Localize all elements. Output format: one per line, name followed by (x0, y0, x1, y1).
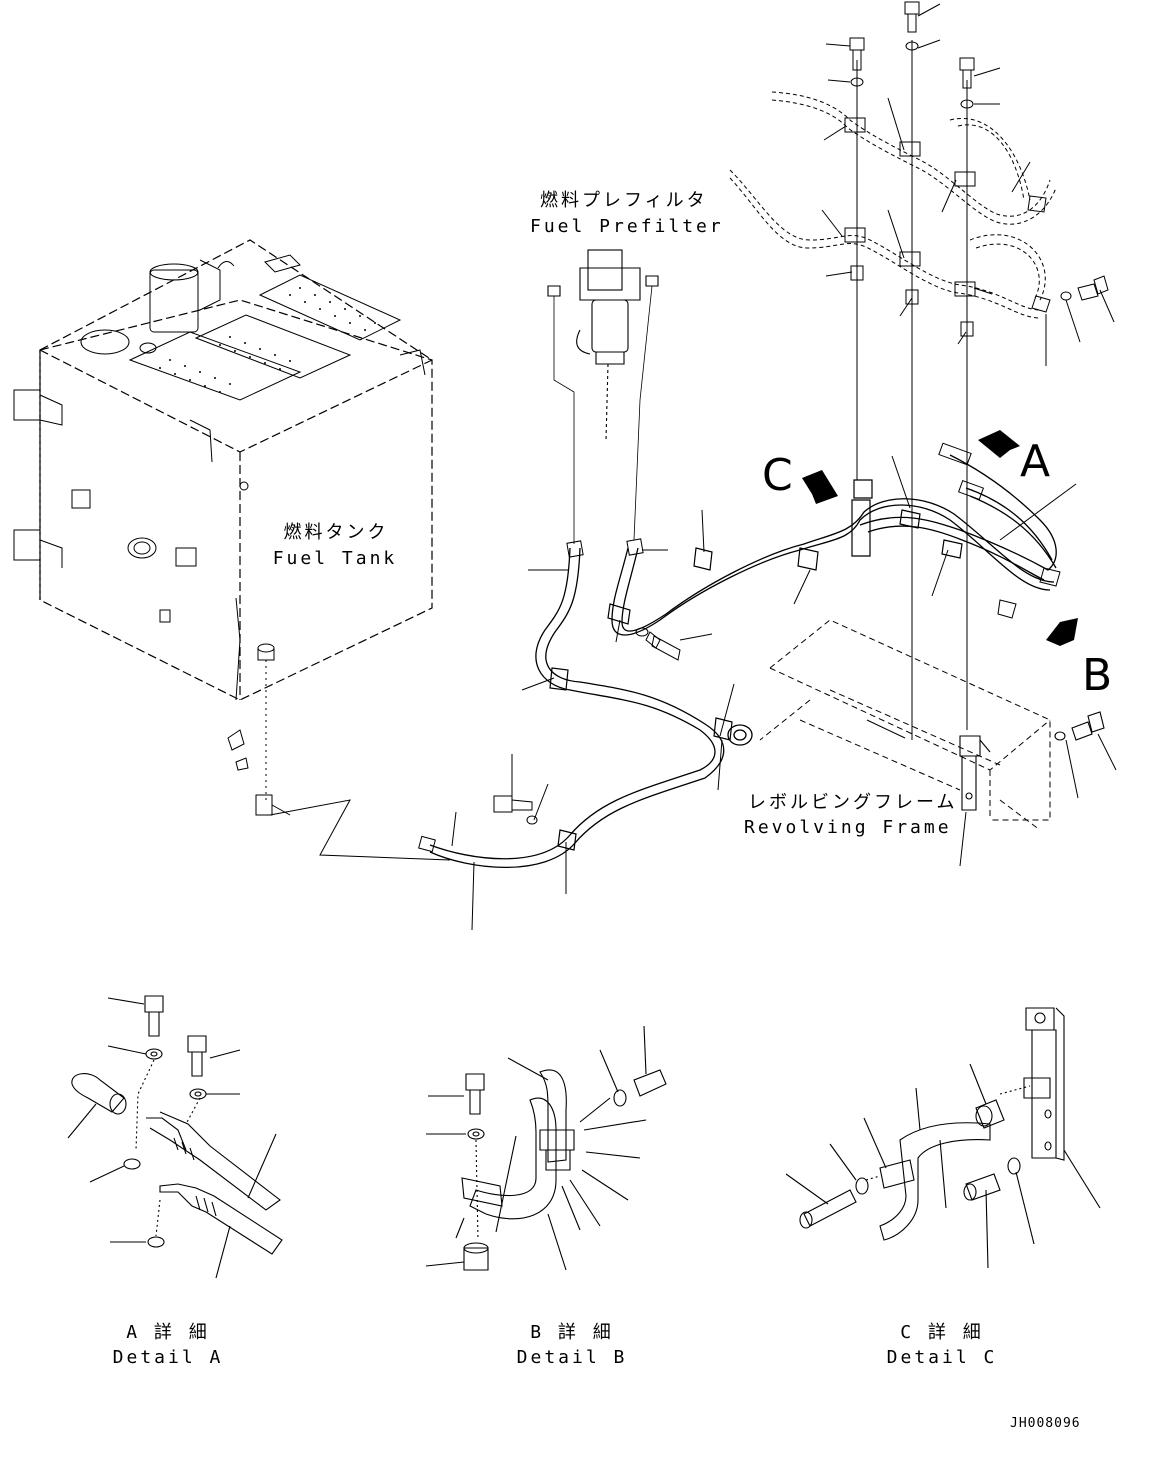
revolving-frame-label-jp: レボルビングフレーム (748, 792, 958, 813)
revolving-frame-label-en: Revolving Frame (744, 817, 952, 838)
fuel-prefilter-label-en: Fuel Prefilter (530, 216, 724, 237)
view-c-label: C (762, 450, 793, 501)
fuel-tank-side-fittings (13, 349, 426, 701)
detail-b-label-jp: B 詳 細 (530, 1322, 614, 1343)
revolving-frame-bracket (959, 711, 1105, 811)
fuel-tank-label-en: Fuel Tank (272, 548, 398, 569)
detail-c-drawing (785, 1007, 1101, 1269)
main-fuel-hoses (429, 454, 1057, 868)
fuel-tank-outline (39, 239, 433, 701)
detail-b-drawing (425, 1025, 667, 1271)
mid-bolt-washer (493, 627, 681, 825)
view-b-label: B (1082, 650, 1113, 701)
view-a-label: A (1020, 436, 1051, 487)
upper-bolts (844, 1, 1109, 337)
vertical-bolt-lines (856, 40, 968, 740)
detail-a-label-jp: A 詳 細 (126, 1322, 210, 1343)
detail-c-label-en: Detail C (886, 1347, 998, 1368)
fuel-prefilter-assembly (547, 249, 659, 544)
tank-drain-line (227, 643, 451, 861)
fuel-prefilter-label-jp: 燃料プレフィルタ (540, 190, 708, 211)
fuel-tank-top-details (80, 254, 402, 401)
detail-b-label-en: Detail B (516, 1347, 628, 1368)
detail-a-drawing (67, 995, 283, 1279)
fuel-tank-panel-dots (159, 287, 376, 393)
detail-c-label-jp: C 詳 細 (900, 1322, 984, 1343)
fuel-tank-label-jp: 燃料タンク (283, 522, 389, 543)
hose-clamps (549, 479, 963, 851)
upper-dashed-hoses (729, 91, 1057, 319)
view-arrows (802, 430, 1078, 646)
drawing-code: JH008096 (1010, 1416, 1081, 1431)
leader-lines (451, 3, 1117, 931)
revolving-frame-outline (759, 619, 1051, 831)
detail-a-label-en: Detail A (112, 1347, 224, 1368)
hose-end-fittings (418, 442, 1061, 853)
